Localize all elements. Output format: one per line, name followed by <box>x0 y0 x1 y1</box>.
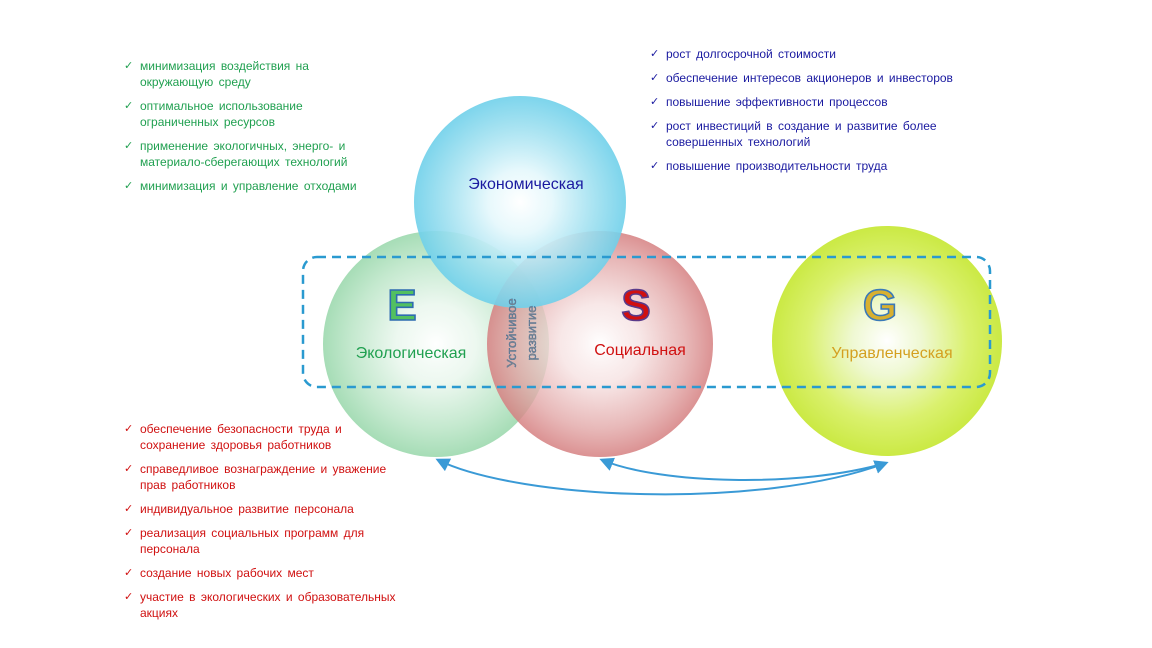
list-item: ✓создание новых рабочих мест <box>124 566 314 580</box>
economic-points-list: ✓рост долгосрочной стоимости ✓обеспечени… <box>648 46 998 182</box>
check-icon: ✓ <box>124 423 134 435</box>
social-points-list: ✓обеспечение безопасности труда и сохран… <box>122 421 402 629</box>
list-item: ✓обеспечение интересов акционеров и инве… <box>650 71 953 85</box>
check-icon: ✓ <box>124 503 134 515</box>
check-icon: ✓ <box>124 180 134 192</box>
governance-circle <box>772 226 1002 456</box>
list-item: ✓повышение эффективности процессов <box>650 95 888 109</box>
check-icon: ✓ <box>124 527 134 539</box>
check-icon: ✓ <box>124 100 134 112</box>
check-icon: ✓ <box>124 60 134 72</box>
list-item: ✓минимизация и управление отходами <box>124 179 357 193</box>
check-icon: ✓ <box>124 140 134 152</box>
list-item: ✓индивидуальное развитие персонала <box>124 502 354 516</box>
governance-label: Управленческая <box>831 345 952 362</box>
environmental-label: Экологическая <box>356 345 467 362</box>
check-icon: ✓ <box>650 160 660 172</box>
list-item: ✓рост инвестиций в создание и развитие б… <box>650 119 937 149</box>
sustainable-label-line2: развитие <box>524 306 539 361</box>
letter-s: S <box>621 281 650 330</box>
check-icon: ✓ <box>650 48 660 60</box>
sustainable-label-line1: Устойчивое <box>504 298 519 367</box>
check-icon: ✓ <box>124 591 134 603</box>
check-icon: ✓ <box>650 72 660 84</box>
environmental-points-list: ✓минимизация воздействия на окружающую с… <box>122 58 382 202</box>
list-item: ✓участие в экологических и образовательн… <box>124 590 396 620</box>
check-icon: ✓ <box>650 120 660 132</box>
check-icon: ✓ <box>650 96 660 108</box>
list-item: ✓справедливое вознаграждение и уважение … <box>124 462 387 492</box>
list-item: ✓рост долгосрочной стоимости <box>650 47 836 61</box>
arrow-g-to-e <box>435 458 889 496</box>
list-item: ✓повышение производительности труда <box>650 159 888 173</box>
list-item: ✓применение экологичных, энерго- и матер… <box>124 139 348 169</box>
arrow-g-to-s <box>599 457 887 481</box>
dashed-frame <box>301 255 992 389</box>
social-label: Социальная <box>594 342 686 359</box>
letter-e: E <box>387 281 416 330</box>
check-icon: ✓ <box>124 567 134 579</box>
list-item: ✓реализация социальных программ для перс… <box>124 526 365 556</box>
economic-circle <box>414 96 626 308</box>
letter-g: G <box>863 281 897 330</box>
economic-label: Экономическая <box>468 176 583 193</box>
list-item: ✓минимизация воздействия на окружающую с… <box>124 59 309 89</box>
list-item: ✓обеспечение безопасности труда и сохран… <box>124 422 342 452</box>
check-icon: ✓ <box>124 463 134 475</box>
list-item: ✓оптимальное использование ограниченных … <box>124 99 303 129</box>
